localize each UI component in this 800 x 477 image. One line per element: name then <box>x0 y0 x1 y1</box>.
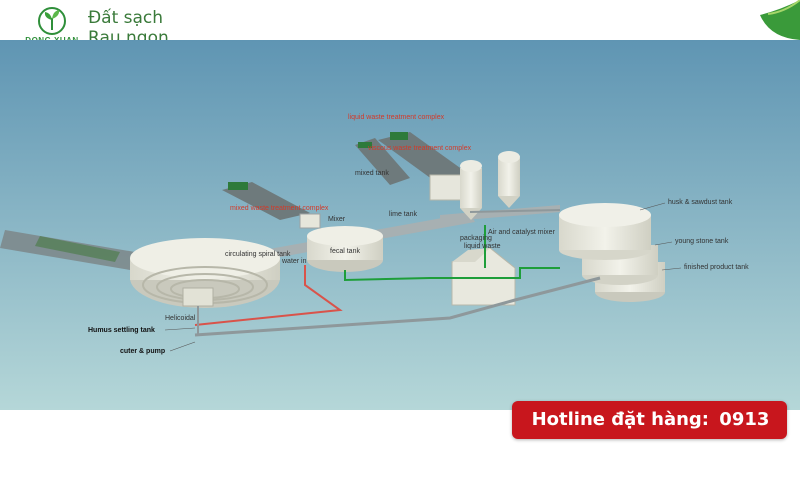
circulating-tank-top <box>130 238 280 278</box>
green-roof-1 <box>228 182 248 190</box>
leader-young <box>654 241 673 246</box>
label-young-stone-tank: young stone tank <box>675 238 729 245</box>
label-liquid-waste: liquid waste <box>464 243 501 250</box>
sprout-icon <box>38 7 66 35</box>
label-air-catalyst-mixer: Air and catalyst mixer <box>488 229 556 236</box>
leader-husk <box>639 202 666 211</box>
fecal-tank-top <box>307 226 383 246</box>
footer-wave-icon <box>0 428 420 450</box>
label-packaging: packaging <box>460 235 492 242</box>
header-bar <box>0 0 800 40</box>
sky-background <box>0 40 800 410</box>
ramp-viscous <box>355 138 410 185</box>
label-mixed-waste-complex: mixed waste treatment complex <box>230 205 329 212</box>
label-fecal-tank: fecal tank <box>330 248 360 255</box>
silo-2-cone <box>498 196 520 208</box>
green-pipe <box>344 267 560 282</box>
hotline-label: Hotline đặt hàng: <box>531 409 710 430</box>
label-liquid-waste-complex: liquid waste treatment complex <box>348 114 445 121</box>
leader-cuter <box>169 341 196 352</box>
label-lime-tank: lime tank <box>389 211 418 218</box>
green-roof-3 <box>390 132 408 140</box>
hotline-button[interactable]: Hotline đặt hàng: 0913 532 568 <box>512 401 787 468</box>
grey-pipe <box>194 276 601 337</box>
silo-feed-line <box>469 209 561 213</box>
label-viscous-waste-complex: viscous waste treatment complex <box>368 145 472 152</box>
leaf-decoration-top-icon <box>760 0 800 40</box>
left-building-strip <box>35 236 120 262</box>
silo-1 <box>460 168 482 208</box>
label-finished-product-tank: finished product tank <box>684 264 749 271</box>
label-cuter-pump: cuter & pump <box>120 348 165 355</box>
label-circulating-spiral-tank: circulating spiral tank <box>225 251 291 258</box>
label-husk-sawdust-tank: husk & sawdust tank <box>668 199 733 206</box>
mixer-box <box>299 213 321 229</box>
silo-2-top <box>498 151 520 163</box>
treatment-plant-diagram: liquid waste treatment complex viscous w… <box>0 40 800 410</box>
husk-tank-top <box>559 203 651 227</box>
packaging-roof <box>452 248 490 262</box>
leader-finished <box>661 267 682 271</box>
silo-2 <box>498 158 520 196</box>
ramp-liquid <box>378 132 470 185</box>
ramp-mixed <box>222 182 310 220</box>
leader-humus <box>164 327 196 331</box>
label-mixer: Mixer <box>328 216 346 223</box>
silo-1-top <box>460 160 482 172</box>
label-water-in: water in <box>281 258 307 265</box>
label-helicoidal: Helicoidal <box>165 315 196 322</box>
tagline-line-1: Đất sạch <box>88 8 164 28</box>
red-pipe <box>194 265 343 326</box>
label-mixed-tank: mixed tank <box>355 170 389 177</box>
helicoidal-box <box>182 287 214 307</box>
label-humus-settling-tank: Humus settling tank <box>88 327 155 334</box>
green-roof-2 <box>358 142 372 148</box>
